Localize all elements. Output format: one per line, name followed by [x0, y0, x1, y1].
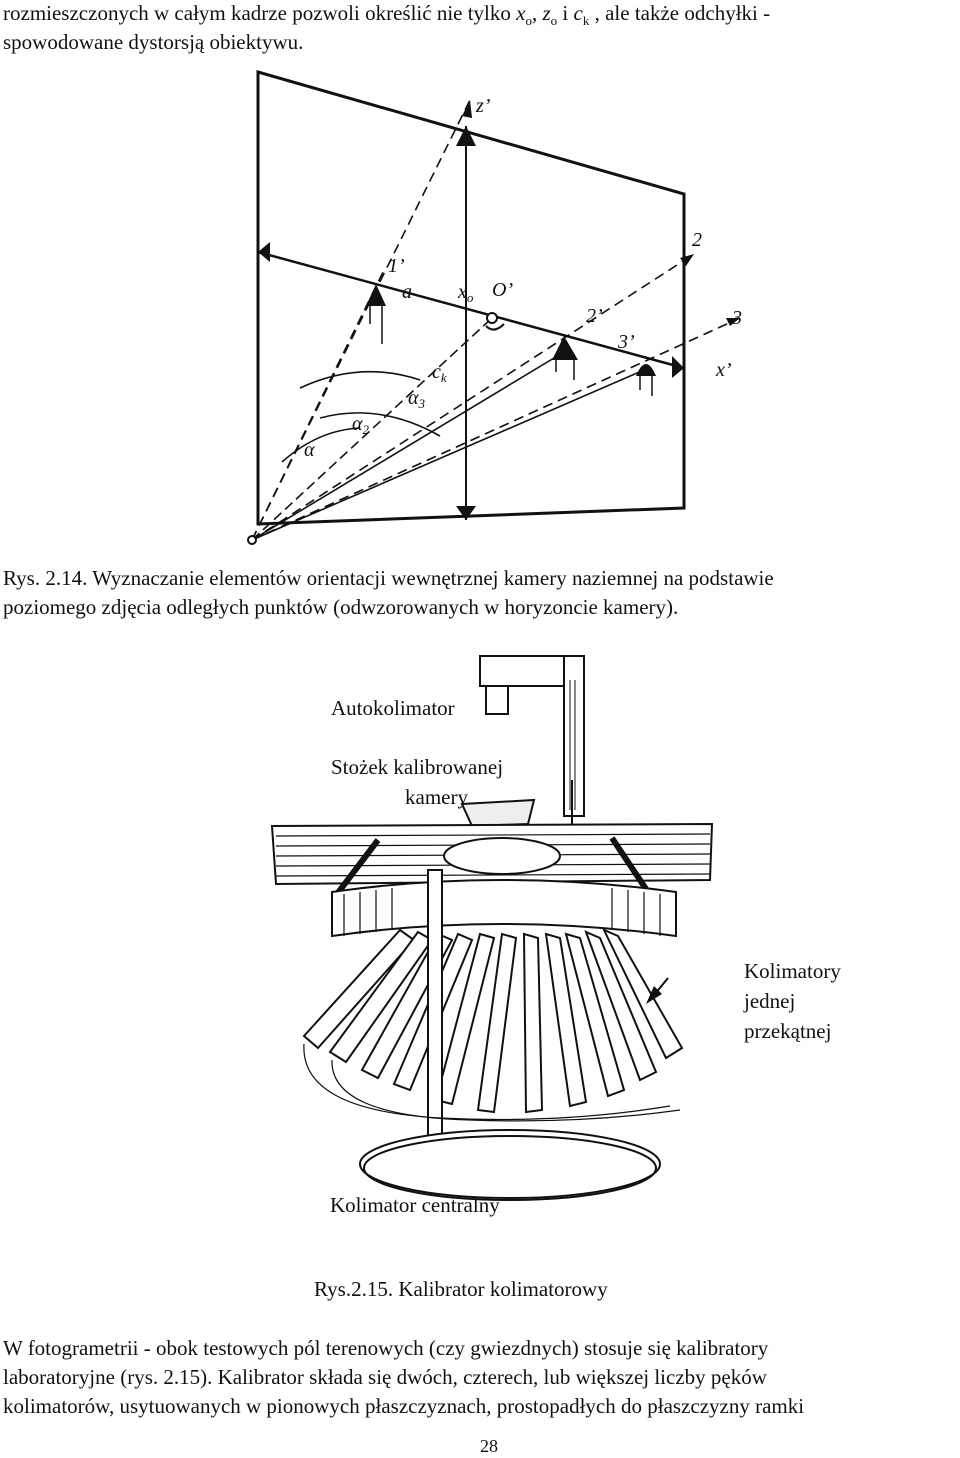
label-alpha: α	[304, 439, 315, 461]
label-x-axis: x’	[715, 359, 732, 381]
label-kolimatory-line-1: Kolimatory	[744, 959, 841, 983]
label-alpha3: α3	[408, 387, 426, 411]
label-2-prime: 2’	[586, 305, 603, 327]
figure-2-15	[270, 655, 714, 1201]
label-stozek-line-1: Stożek kalibrowanej	[331, 755, 504, 779]
label-3: 3	[731, 307, 742, 329]
var-z-sub: o	[550, 13, 558, 29]
var-c: c	[573, 1, 583, 25]
label-autokolimator: Autokolimator	[331, 696, 455, 720]
image-plane	[256, 70, 686, 526]
figure-2-14: z’ 2 1’ a xo O’ 2’ 3 3’ x’ ck α3 α2 α	[247, 70, 742, 545]
label-xo: xo	[457, 281, 474, 305]
sep-i: i	[557, 1, 574, 25]
label-kolimatory-line-3: przekątnej	[744, 1019, 832, 1043]
var-z: z	[542, 1, 551, 25]
intro-text-end: , ale także odchyłki -	[589, 1, 771, 25]
figure-1-caption-line-1: Rys. 2.14. Wyznaczanie elementów orienta…	[3, 566, 774, 590]
label-alpha2: α2	[352, 413, 370, 437]
label-O: O’	[492, 279, 513, 301]
label-ck: ck	[432, 361, 447, 385]
var-x-sub: o	[525, 13, 532, 29]
label-1: 1’	[388, 255, 405, 277]
label-z-axis: z’	[475, 95, 491, 117]
body-line-2: laboratoryjne (rys. 2.15). Kalibrator sk…	[3, 1365, 767, 1389]
intro-line-1: rozmieszczonych w całym kadrze pozwoli o…	[3, 0, 770, 35]
label-stozek-line-2: kamery	[405, 785, 468, 809]
label-3-prime: 3’	[617, 331, 635, 353]
label-kolimator-centralny: Kolimator centralny	[330, 1193, 500, 1217]
sep: ,	[531, 1, 543, 25]
page-number: 28	[480, 1436, 498, 1456]
figure-1-caption-line-2: poziomego zdjęcia odległych punktów (odw…	[3, 595, 679, 619]
body-line-3: kolimatorów, usytuowanych w pionowych pł…	[3, 1394, 805, 1418]
body-line-1: W fotogrametrii - obok testowych pól ter…	[3, 1336, 769, 1360]
var-x: x	[516, 1, 526, 25]
figure-2-caption: Rys.2.15. Kalibrator kolimatorowy	[314, 1277, 608, 1301]
intro-text-start: rozmieszczonych w całym kadrze pozwoli o…	[3, 1, 517, 25]
intro-line-2: spowodowane dystorsją obiektywu.	[3, 30, 304, 54]
var-c-sub: k	[582, 13, 590, 29]
label-a: a	[402, 281, 412, 303]
label-2: 2	[692, 229, 702, 251]
label-kolimatory-line-2: jednej	[744, 989, 796, 1013]
